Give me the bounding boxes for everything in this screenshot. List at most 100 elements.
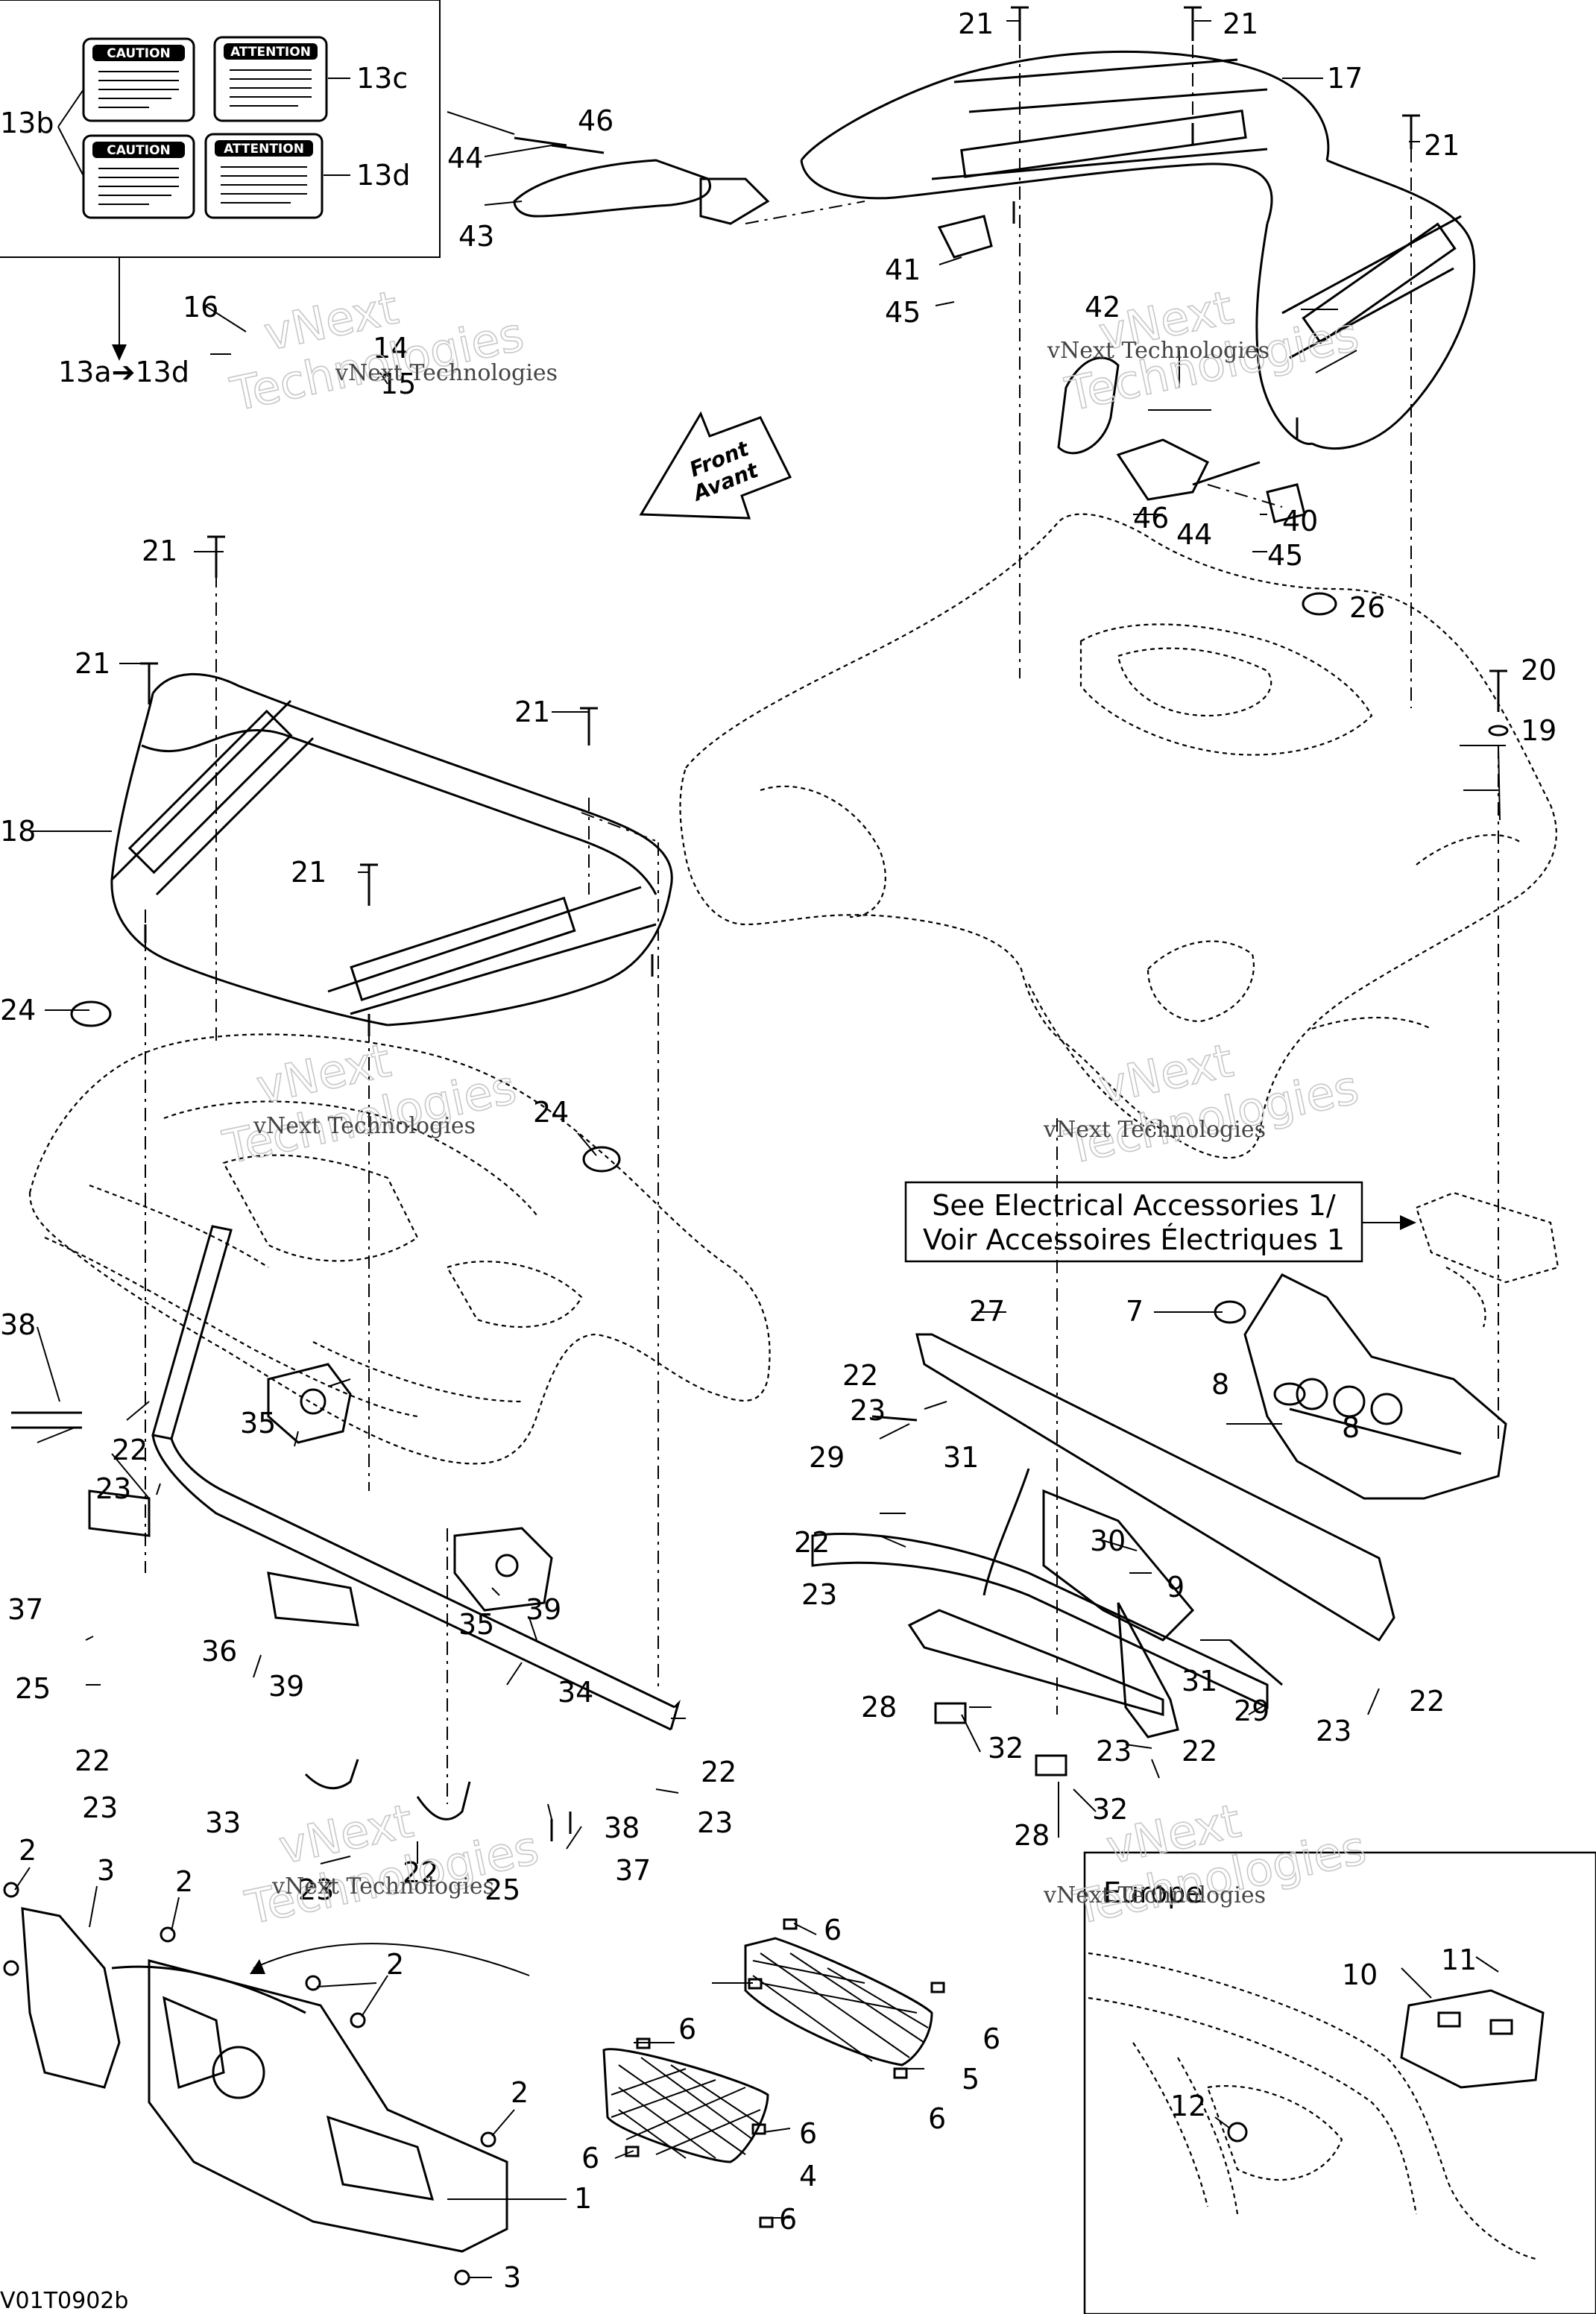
callout-38: 38 [604, 1812, 640, 1844]
callout-18: 18 [0, 815, 36, 848]
callout-23: 23 [95, 1472, 131, 1505]
callout-16: 16 [183, 291, 218, 324]
callout-30: 30 [1090, 1525, 1126, 1557]
callout-12: 12 [1170, 2090, 1206, 2122]
callout-23: 23 [850, 1394, 886, 1427]
note-line-1: See Electrical Accessories 1/ [932, 1189, 1336, 1222]
callout-23: 23 [801, 1578, 837, 1611]
callout-28: 28 [1014, 1819, 1050, 1852]
tail-light-7 [1243, 1273, 1507, 1500]
callout-22: 22 [403, 1856, 438, 1889]
grille-5 [744, 1937, 933, 2066]
callout-44: 44 [447, 142, 483, 174]
decal-inset: CAUTION ATTENTION CAUTION ATTENTION 13b … [0, 0, 441, 388]
decal-attention-text: ATTENTION [230, 45, 311, 60]
callout-22: 22 [75, 1744, 110, 1777]
callout-36: 36 [201, 1635, 237, 1668]
decal-range-label: 13a➔13d [58, 356, 189, 388]
callout-21: 21 [1223, 7, 1258, 40]
callout-2: 2 [386, 1948, 404, 1981]
callout-22: 22 [112, 1434, 148, 1466]
callout-21: 21 [958, 7, 994, 40]
callout-45: 45 [1267, 539, 1303, 572]
callout-37: 37 [615, 1854, 651, 1887]
callout-6: 6 [982, 2023, 1000, 2055]
callout-9: 9 [1167, 1571, 1185, 1604]
electrical-lamp [1415, 1191, 1559, 1328]
callout-24: 24 [533, 1096, 569, 1129]
callout-22: 22 [1409, 1685, 1445, 1718]
callout-23: 23 [82, 1791, 118, 1824]
callout-23: 23 [298, 1873, 334, 1906]
callout-15: 15 [380, 368, 416, 400]
callout-32: 32 [1092, 1793, 1128, 1826]
watermark-small: vNext Technologies [1043, 1117, 1266, 1143]
callout-6: 6 [824, 1914, 842, 1946]
decal-attention-text-2: ATTENTION [224, 142, 304, 157]
handle-43 [513, 159, 770, 225]
callout-46: 46 [1133, 502, 1169, 535]
callout-26: 26 [1349, 591, 1385, 624]
callout-29: 29 [809, 1441, 845, 1474]
callout-13d: 13d [356, 159, 410, 192]
callout-23: 23 [1096, 1735, 1132, 1768]
callout-28: 28 [861, 1691, 897, 1724]
callout-6: 6 [678, 2013, 696, 2046]
bracket-34 [453, 1527, 553, 1612]
callout-23: 23 [1316, 1715, 1351, 1747]
bracket-36 [267, 1363, 352, 1444]
callout-1: 1 [574, 2182, 592, 2215]
handle-42 [1057, 356, 1210, 501]
callout-17: 17 [1327, 62, 1363, 95]
decal-caution-text: CAUTION [107, 46, 171, 61]
guide-lines [145, 45, 1499, 1804]
callout-8: 8 [1211, 1368, 1229, 1401]
callout-25: 25 [15, 1672, 51, 1705]
callout-21: 21 [514, 696, 550, 728]
leader-lines [14, 20, 1506, 2278]
callout-21: 21 [75, 647, 110, 680]
callout-21: 21 [291, 856, 327, 889]
callout-29: 29 [1234, 1694, 1269, 1727]
callout-numbers: 21 21 17 21 46 44 43 41 45 42 46 44 40 4… [0, 7, 1556, 2294]
callout-22: 22 [1182, 1735, 1217, 1768]
callout-6: 6 [928, 2102, 946, 2135]
callout-14: 14 [373, 332, 409, 365]
bracket-41 [937, 215, 993, 259]
callout-13c: 13c [356, 62, 408, 95]
callout-34: 34 [558, 1676, 593, 1709]
callout-21: 21 [1424, 129, 1460, 162]
callout-2: 2 [511, 2076, 529, 2109]
rear-fender [679, 513, 1557, 1159]
callout-5: 5 [962, 2063, 980, 2096]
callout-21: 21 [142, 535, 177, 567]
callout-31: 31 [1182, 1665, 1217, 1697]
callout-6: 6 [779, 2203, 797, 2236]
decal-13d-attention-bottom: ATTENTION [204, 133, 324, 219]
decal-13b-caution-top: CAUTION [82, 37, 195, 122]
callout-44: 44 [1176, 518, 1212, 551]
callout-32: 32 [988, 1732, 1023, 1765]
callout-19: 19 [1521, 714, 1556, 747]
rear-frame-27 [811, 1333, 1395, 1738]
callout-24: 24 [0, 994, 36, 1027]
callout-22: 22 [794, 1526, 830, 1559]
callout-35: 35 [458, 1608, 494, 1641]
callout-27: 27 [969, 1295, 1005, 1328]
callout-22: 22 [701, 1756, 737, 1788]
callout-23: 23 [697, 1806, 733, 1839]
europe-inset: Europe [1083, 1851, 1596, 2314]
callout-2: 2 [19, 1834, 37, 1867]
callout-2: 2 [175, 1865, 193, 1898]
callout-6: 6 [581, 2142, 599, 2175]
front-direction-arrow: Front Avant [639, 411, 792, 520]
watermark-small: vNext Technologies [253, 1113, 476, 1139]
callout-33: 33 [205, 1806, 241, 1839]
watermark-small: vNext Technologies [1047, 338, 1269, 364]
callout-46: 46 [578, 104, 614, 137]
callout-13b: 13b [0, 107, 54, 139]
callout-39: 39 [268, 1670, 304, 1703]
callout-10: 10 [1342, 1958, 1378, 1991]
callout-42: 42 [1085, 291, 1120, 324]
